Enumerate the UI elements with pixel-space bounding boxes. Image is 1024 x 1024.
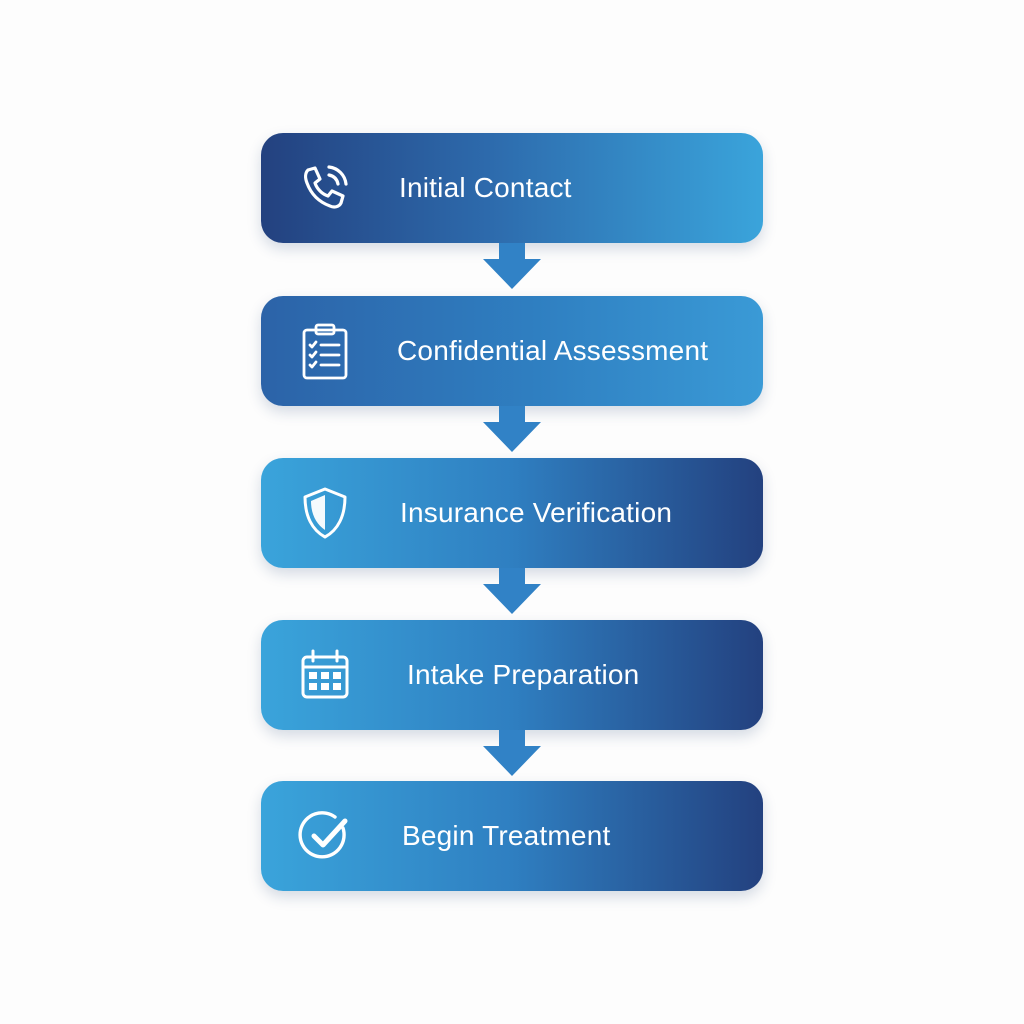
step-label: Initial Contact xyxy=(399,172,572,203)
calendar-icon xyxy=(295,645,355,705)
shield-icon xyxy=(295,483,355,543)
step-confidential-assessment: Confidential Assessment xyxy=(261,296,763,406)
step-intake-preparation: Intake Preparation xyxy=(261,620,763,730)
step-label: Intake Preparation xyxy=(407,659,640,690)
phone-icon xyxy=(295,158,355,218)
step-insurance-verification: Insurance Verification xyxy=(261,458,763,568)
arrow-down-icon xyxy=(481,406,543,454)
check-circle-icon xyxy=(295,806,355,866)
step-label: Confidential Assessment xyxy=(397,335,709,366)
step-label: Insurance Verification xyxy=(400,497,673,528)
clipboard-checklist-icon xyxy=(295,321,355,381)
arrow-down-icon xyxy=(481,568,543,616)
step-initial-contact: Initial Contact xyxy=(261,133,763,243)
step-begin-treatment: Begin Treatment xyxy=(261,781,763,891)
arrow-down-icon xyxy=(481,243,543,291)
step-label: Begin Treatment xyxy=(402,820,611,851)
arrow-down-icon xyxy=(481,730,543,778)
